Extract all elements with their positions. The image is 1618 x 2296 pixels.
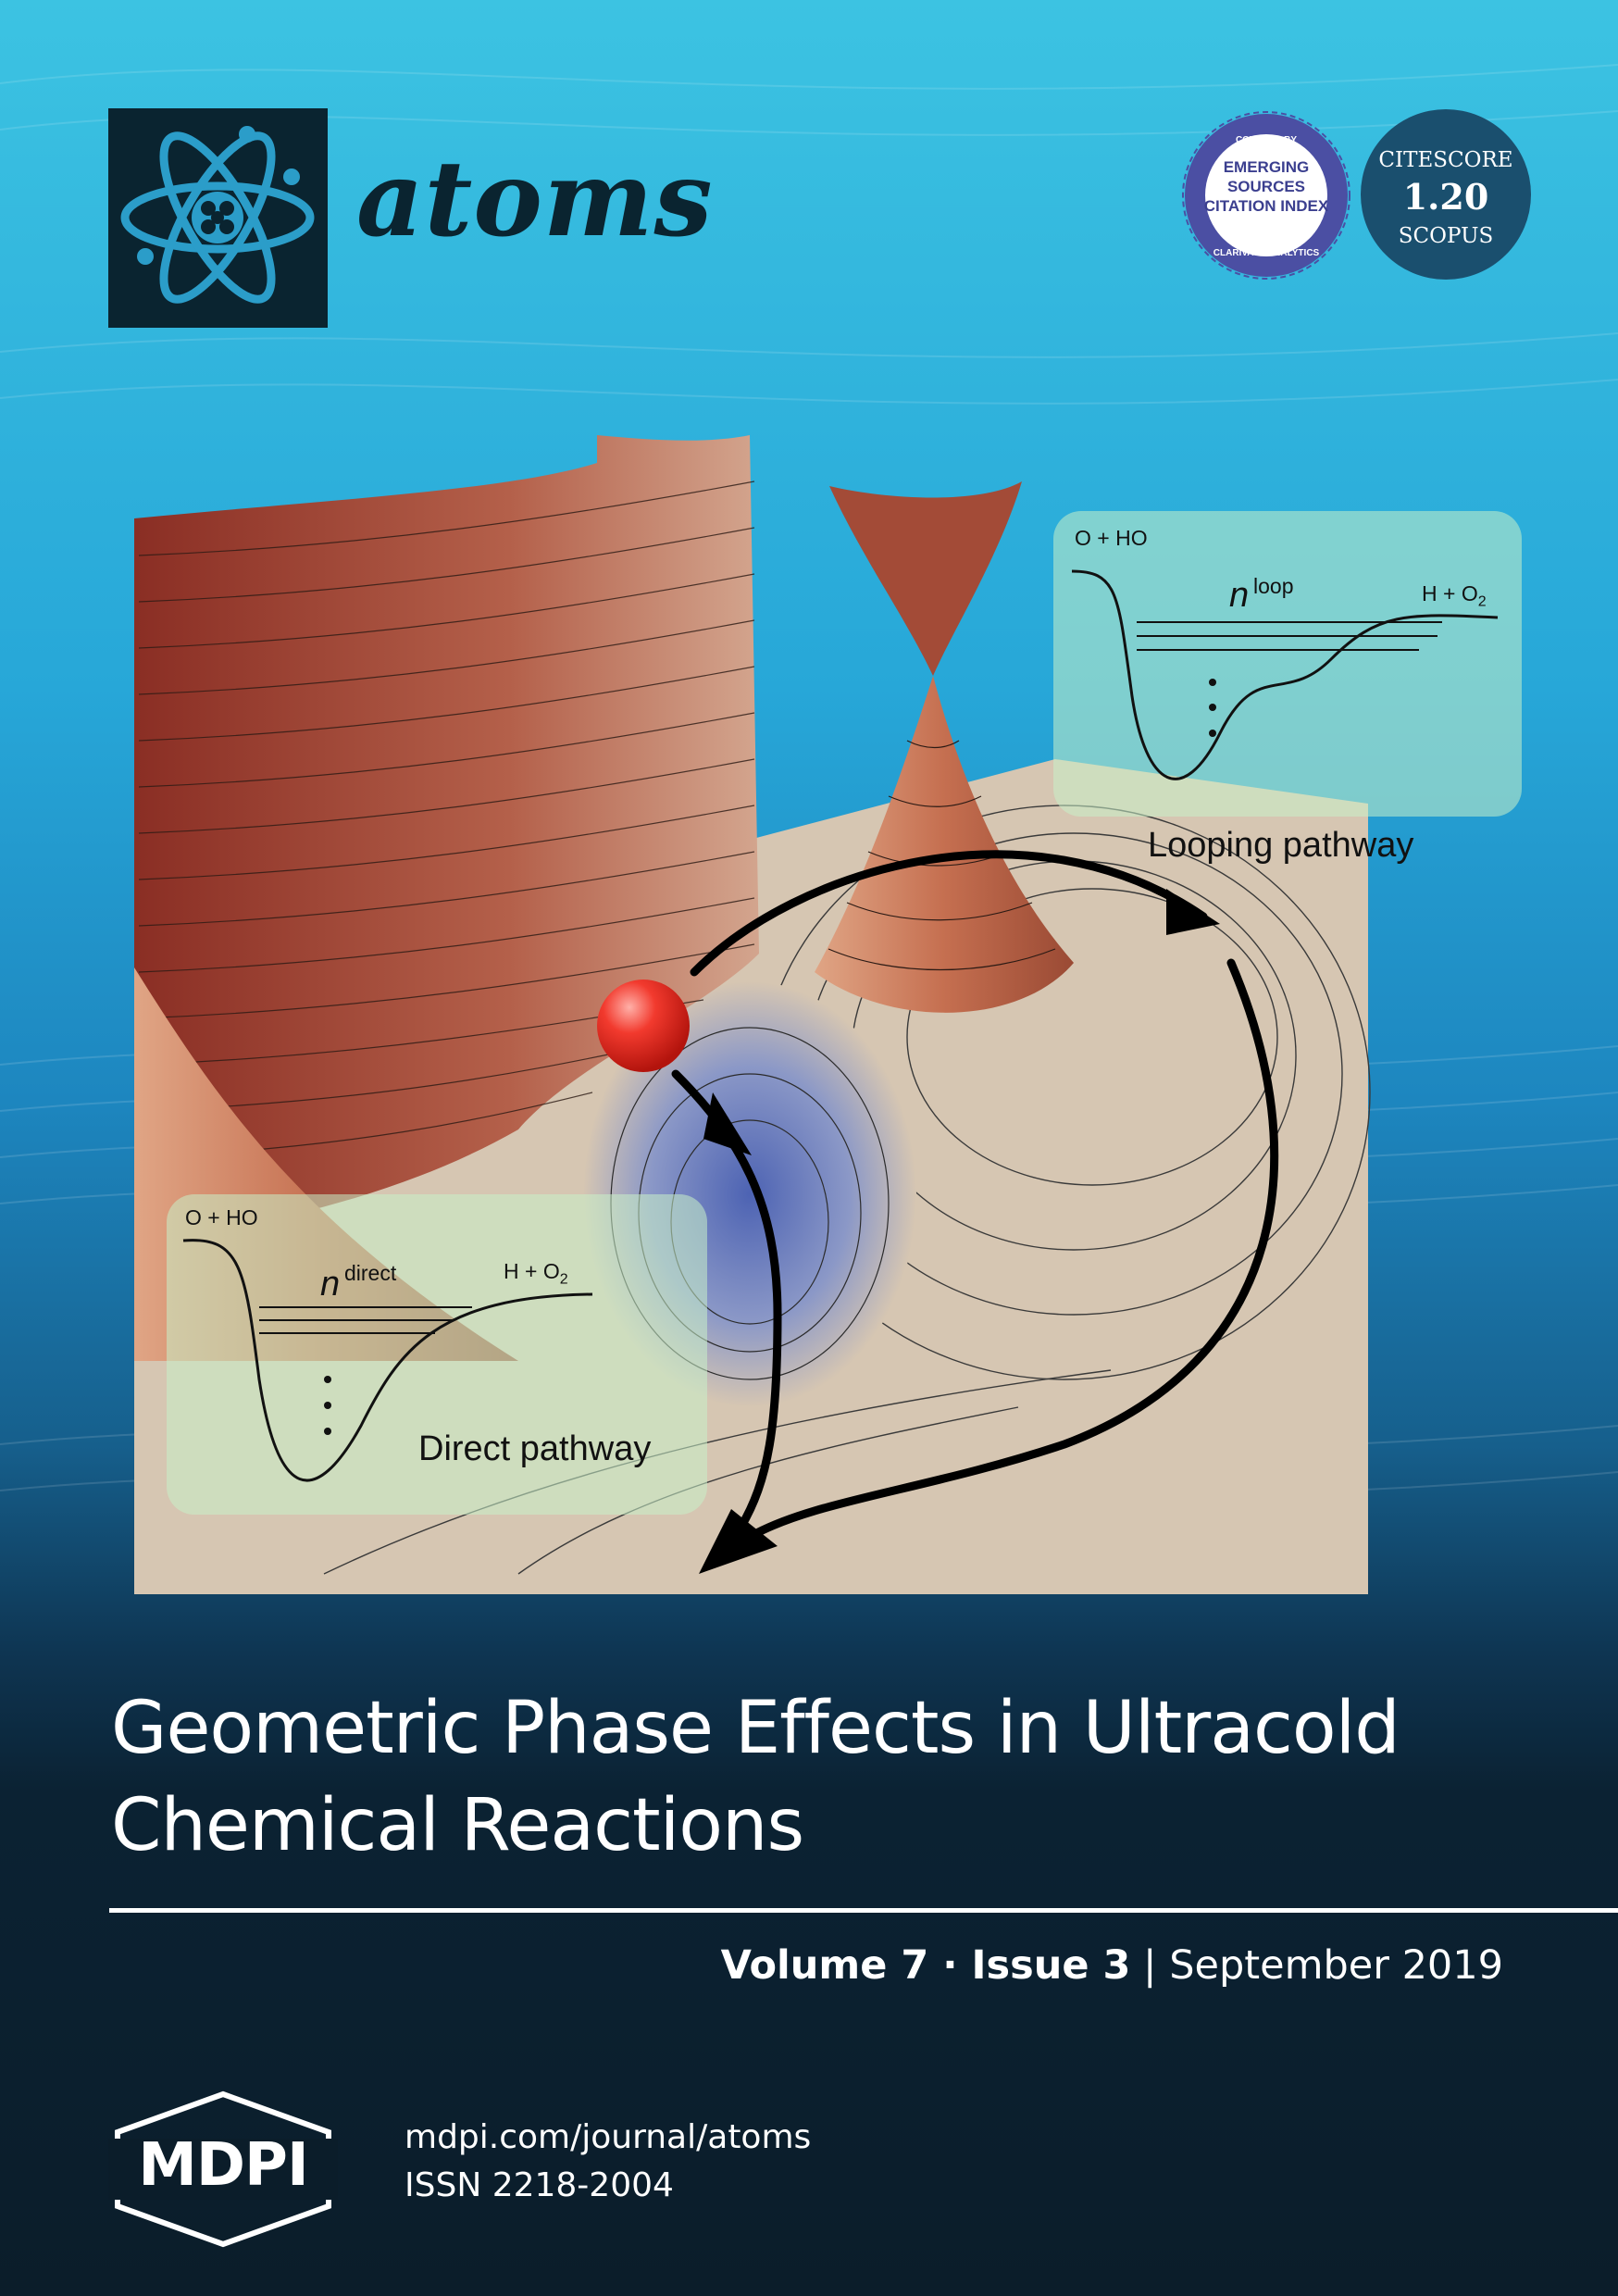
direct-product: H + O2 [504, 1259, 568, 1289]
issue-separator-dot: · [928, 1942, 972, 1989]
looping-return-arrow [745, 958, 1279, 1541]
citescore-badge [1361, 109, 1531, 280]
upper-cone [829, 481, 1022, 676]
mdpi-wordmark: MDPI [138, 2131, 309, 2200]
loop-reactant: O + HO [1075, 526, 1148, 550]
citescore-value: 1.20 [1402, 176, 1489, 218]
esci-top-text: COVERED BY [1235, 135, 1298, 145]
looping-pathway-label: Looping pathway [1148, 826, 1414, 865]
loop-n-sup: loop [1253, 574, 1294, 598]
citescore-label: CITESCORE [1378, 148, 1513, 172]
looping-inset: O + HO H + O2 n loop [1053, 511, 1522, 817]
direct-n-sup: direct [344, 1261, 397, 1285]
esci-line1: EMERGING [1223, 158, 1310, 176]
direct-pathway-label: Direct pathway [418, 1429, 652, 1468]
looping-pathway-arrow [690, 850, 1208, 977]
esci-line3: CITATION INDEX [1203, 197, 1329, 215]
esci-seal-icon [1182, 111, 1350, 280]
loop-n-symbol: n [1229, 576, 1250, 615]
direct-product-text: H + O [504, 1259, 560, 1283]
direct-reactant: O + HO [185, 1205, 258, 1229]
volume-label: Volume 7 [720, 1942, 929, 1989]
article-title-line2: Chemical Reactions [111, 1784, 804, 1867]
lower-cone [815, 676, 1074, 1013]
journal-title: atoms [356, 139, 714, 260]
arrowhead-end [699, 1509, 778, 1574]
direct-n-symbol: n [320, 1265, 341, 1304]
issn-text: ISSN 2218-2004 [404, 2166, 674, 2204]
direct-product-sub: 2 [559, 1271, 568, 1288]
issue-separator-bar: | [1130, 1942, 1170, 1989]
esci-bottom-text: CLARIVATE ANALYTICS [1213, 248, 1320, 258]
citescore-source: SCOPUS [1398, 224, 1494, 248]
title-divider [109, 1908, 1618, 1913]
loop-product-text: H + O [1422, 581, 1478, 605]
esci-label: EMERGING SOURCES CITATION INDEX [1182, 157, 1350, 216]
arrowhead-loop [1166, 889, 1220, 935]
article-title-line1: Geometric Phase Effects in Ultracold [111, 1687, 1400, 1770]
loop-product-sub: 2 [1477, 593, 1487, 610]
esci-line2: SOURCES [1226, 178, 1306, 195]
issue-info: Volume 7 · Issue 3 | September 2019 [0, 1942, 1503, 1989]
journal-url-link[interactable]: mdpi.com/journal/atoms [404, 2118, 812, 2156]
issue-label: Issue 3 [971, 1942, 1131, 1989]
atoms-logo-icon [108, 108, 328, 328]
loop-product: H + O2 [1422, 581, 1487, 611]
direct-inset: O + HO H + O2 n direct Direct pathway [167, 1194, 707, 1515]
mdpi-logo-icon [108, 2090, 338, 2248]
arrowhead-direct-top [703, 1092, 752, 1155]
issue-date: September 2019 [1169, 1942, 1503, 1989]
reactant-atom [597, 980, 690, 1072]
